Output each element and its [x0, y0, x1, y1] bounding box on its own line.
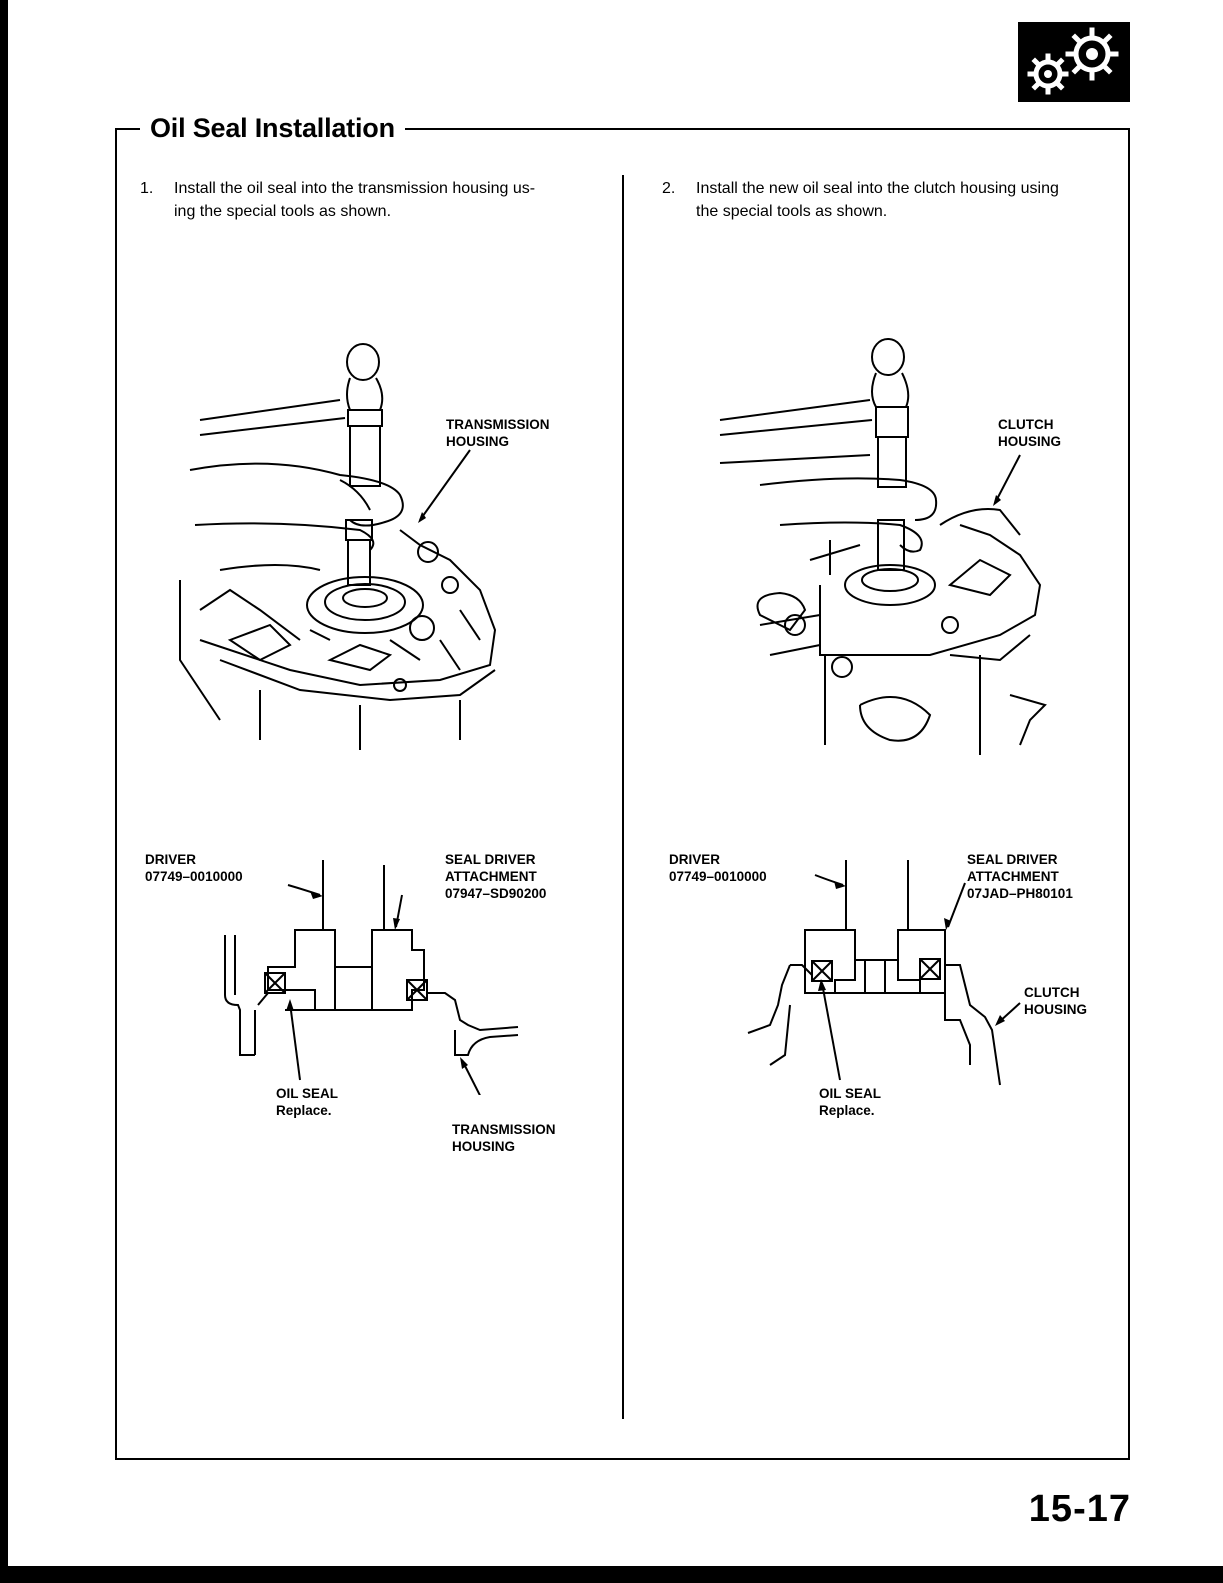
- label-line: ATTACHMENT: [445, 869, 537, 884]
- label-line: 07947–SD90200: [445, 886, 547, 901]
- transmission-housing-illustration: [160, 340, 600, 760]
- section-frame: [115, 128, 1130, 1460]
- clutch-housing-illustration: [700, 335, 1100, 765]
- label-line: SEAL DRIVER: [445, 852, 536, 867]
- step-number: 1.: [140, 180, 154, 197]
- page-binding-edge: [0, 0, 8, 1583]
- step-text-line: Install the oil seal into the transmissi…: [174, 180, 536, 197]
- step-text-line: ing the special tools as shown.: [174, 203, 392, 220]
- oil-seal-label: OIL SEAL Replace.: [276, 1085, 338, 1119]
- transmission-seal-cross-section: [200, 855, 540, 1126]
- step-text: Install the new oil seal into the clutch…: [696, 177, 1059, 223]
- column-divider: [622, 175, 624, 1419]
- step-text-line: Install the new oil seal into the clutch…: [696, 180, 1059, 197]
- label-line: HOUSING: [1024, 1002, 1088, 1017]
- label-line: 07749–0010000: [669, 869, 767, 884]
- label-line: 07749–0010000: [145, 869, 243, 884]
- label-line: SEAL DRIVER: [967, 852, 1058, 867]
- clutch-seal-cross-section: [730, 855, 1060, 1095]
- label-line: CLUTCH: [998, 417, 1054, 432]
- label-line: TRANSMISSION: [452, 1122, 556, 1137]
- label-line: HOUSING: [446, 434, 510, 449]
- driver-label: DRIVER 07749–0010000: [145, 851, 243, 885]
- label-line: 07JAD–PH80101: [967, 886, 1073, 901]
- clutch-housing-section-label: CLUTCH HOUSING: [1024, 984, 1087, 1018]
- label-line: ATTACHMENT: [967, 869, 1059, 884]
- transmission-housing-section-label: TRANSMISSION HOUSING: [452, 1121, 556, 1155]
- clutch-housing-label: CLUTCH HOUSING: [998, 416, 1061, 450]
- page-bottom-edge: [0, 1566, 1223, 1583]
- driver-label: DRIVER 07749–0010000: [669, 851, 767, 885]
- label-line: TRANSMISSION: [446, 417, 550, 432]
- label-line: DRIVER: [145, 852, 197, 867]
- seal-driver-attachment-label: SEAL DRIVER ATTACHMENT 07JAD–PH80101: [967, 851, 1073, 902]
- label-line: OIL SEAL: [819, 1086, 882, 1101]
- label-line: CLUTCH: [1024, 985, 1080, 1000]
- label-line: Replace.: [276, 1103, 332, 1118]
- transmission-housing-label: TRANSMISSION HOUSING: [446, 416, 550, 450]
- step-text: Install the oil seal into the transmissi…: [174, 177, 535, 223]
- label-line: OIL SEAL: [276, 1086, 339, 1101]
- page-number: 15-17: [1028, 1488, 1131, 1530]
- section-title: Oil Seal Installation: [140, 110, 405, 146]
- label-line: Replace.: [819, 1103, 875, 1118]
- seal-driver-attachment-label: SEAL DRIVER ATTACHMENT 07947–SD90200: [445, 851, 546, 902]
- label-line: HOUSING: [452, 1139, 516, 1154]
- step-number: 2.: [662, 180, 676, 197]
- label-line: HOUSING: [998, 434, 1062, 449]
- label-line: DRIVER: [669, 852, 721, 867]
- oil-seal-label: OIL SEAL Replace.: [819, 1085, 881, 1119]
- step-text-line: the special tools as shown.: [696, 203, 888, 220]
- gears-icon: [1018, 22, 1130, 102]
